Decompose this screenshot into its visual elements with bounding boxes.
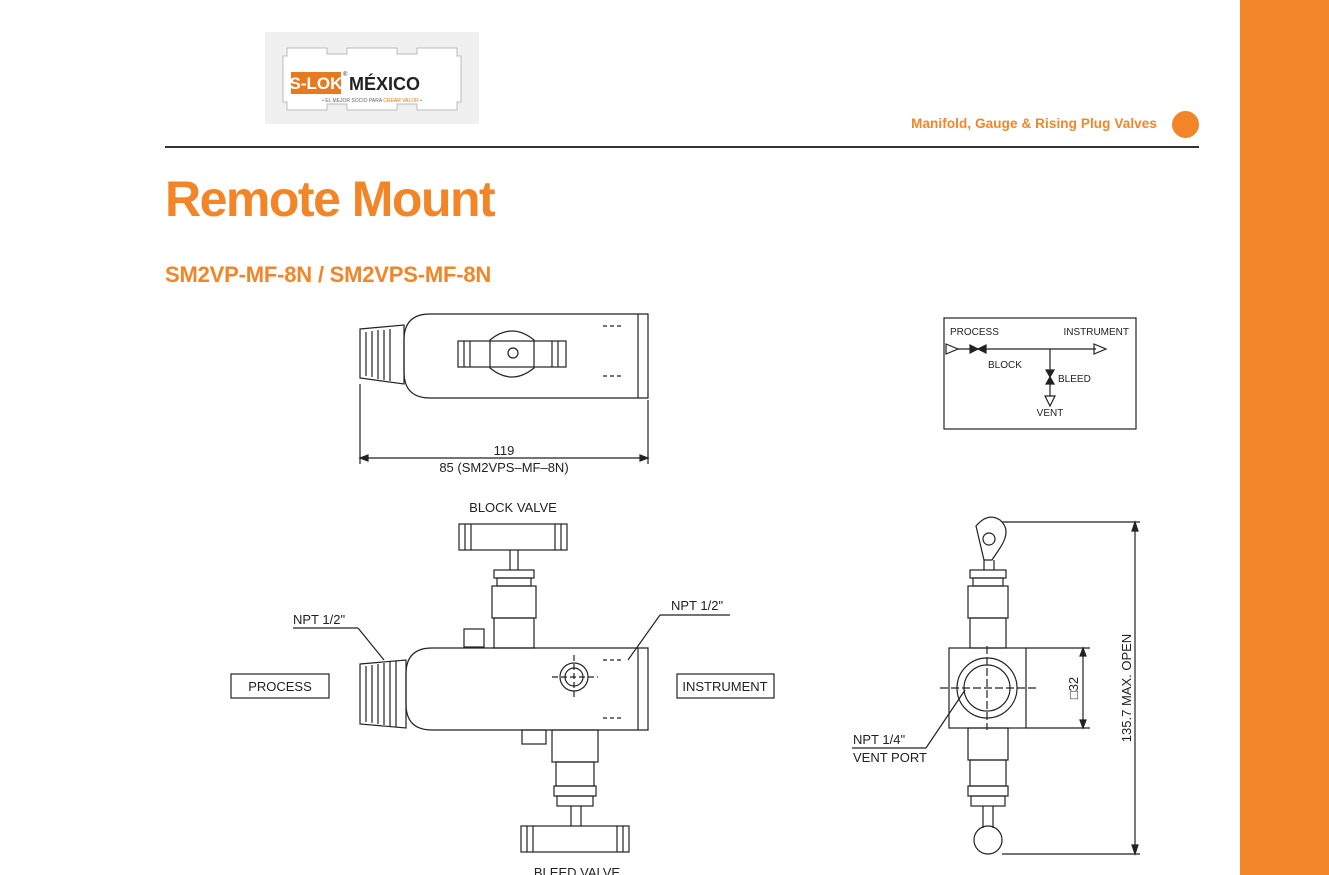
schematic-vent-label: VENT (1037, 408, 1064, 419)
npt-vent-label: NPT 1/4" (853, 732, 905, 747)
dim-119: 119 (494, 443, 515, 458)
technical-drawing: 119 85 (SM2VPS–MF–8N) PROCESS INSTRUMENT… (230, 313, 1140, 875)
front-view-drawing: BLOCK VALVE (230, 500, 775, 875)
section-label: Manifold, Gauge & Rising Plug Valves (911, 116, 1157, 131)
logo-brand-right: MÉXICO (349, 73, 420, 94)
npt-right-label: NPT 1/2" (671, 598, 723, 613)
header-divider (165, 146, 1199, 148)
schematic-instrument-label: INSTRUMENT (1063, 327, 1129, 338)
logo-tagline: • EL MEJOR SOCIO PARA CREAR VALOR • (322, 98, 422, 104)
orange-side-band (1240, 0, 1329, 875)
flow-schematic: PROCESS INSTRUMENT BLOCK BLEED VENT (943, 317, 1137, 430)
schematic-process-label: PROCESS (950, 327, 999, 338)
dim-body-square: □32 (1066, 677, 1081, 699)
dim-85-alt: 85 (SM2VPS–MF–8N) (439, 460, 568, 475)
model-codes: SM2VP-MF-8N / SM2VPS-MF-8N (165, 262, 492, 287)
block-valve-label: BLOCK VALVE (469, 500, 557, 515)
instrument-box-label: INSTRUMENT (682, 679, 767, 694)
logo-brand-left: S-LOK (290, 74, 344, 93)
schematic-bleed-label: BLEED (1058, 374, 1091, 385)
vent-port-label: VENT PORT (853, 750, 927, 765)
page-title: Remote Mount (165, 171, 496, 227)
section-marker-dot (1172, 111, 1199, 138)
side-view-drawing: NPT 1/4" VENT PORT □32 135.7 MAX. OPEN (852, 516, 1140, 856)
top-view-drawing: 119 85 (SM2VPS–MF–8N) (358, 313, 650, 475)
dim-max-open-height: 135.7 MAX. OPEN (1119, 634, 1134, 742)
schematic-block-label: BLOCK (988, 360, 1022, 371)
npt-left-label: NPT 1/2" (293, 612, 345, 627)
bleed-valve-label: BLEED VALVE (534, 865, 621, 875)
s-lok-mexico-logo: S-LOK ® MÉXICO • EL MEJOR SOCIO PARA CRE… (265, 32, 479, 124)
svg-text:®: ® (343, 71, 348, 78)
process-box-label: PROCESS (248, 679, 312, 694)
